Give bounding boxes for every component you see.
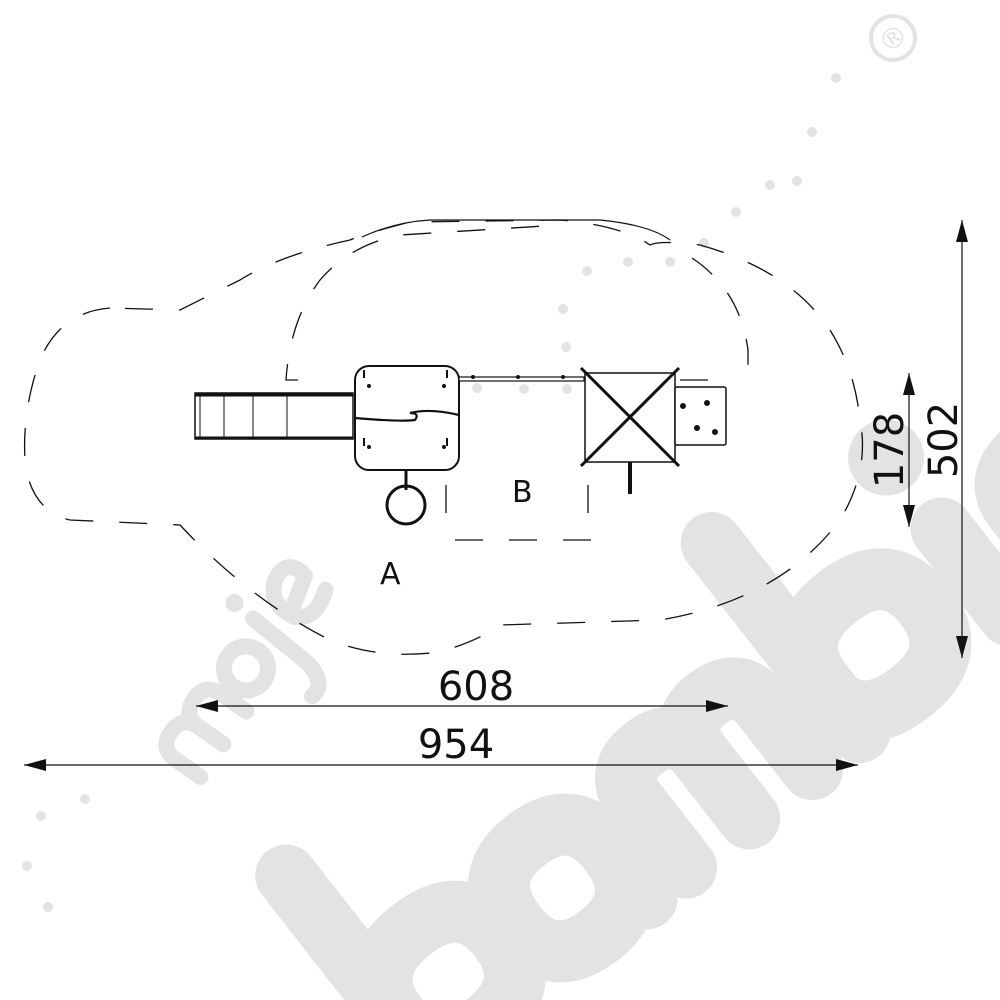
ring <box>385 470 427 526</box>
zone-label-b: B <box>512 475 533 510</box>
tower-platform-a <box>354 365 460 471</box>
registered-trademark-icon: ® <box>869 14 917 62</box>
safety-zone-right-arc <box>691 257 749 381</box>
dimension-label-178: 178 <box>867 412 913 488</box>
zone-label-a: A <box>380 557 401 592</box>
watermark-logo: ® <box>22 14 1000 1000</box>
safety-zone-top-curve <box>361 219 671 241</box>
dimension-total-width <box>24 759 858 771</box>
dimension-label-608: 608 <box>438 664 514 710</box>
dimension-lines <box>24 220 968 771</box>
tower-platform-b <box>579 366 681 494</box>
dimension-total-depth <box>956 220 968 658</box>
equipment <box>194 365 727 526</box>
dimension-equipment-depth <box>903 373 915 527</box>
climbing-wall <box>674 386 727 446</box>
bridge-bar <box>458 375 585 382</box>
safety-zone-b <box>445 379 720 541</box>
dimension-label-954: 954 <box>418 722 494 768</box>
ladder <box>194 392 354 440</box>
safety-zone-inner <box>285 224 561 381</box>
dimension-label-502: 502 <box>921 402 967 478</box>
dimension-equipment-width <box>196 700 728 712</box>
